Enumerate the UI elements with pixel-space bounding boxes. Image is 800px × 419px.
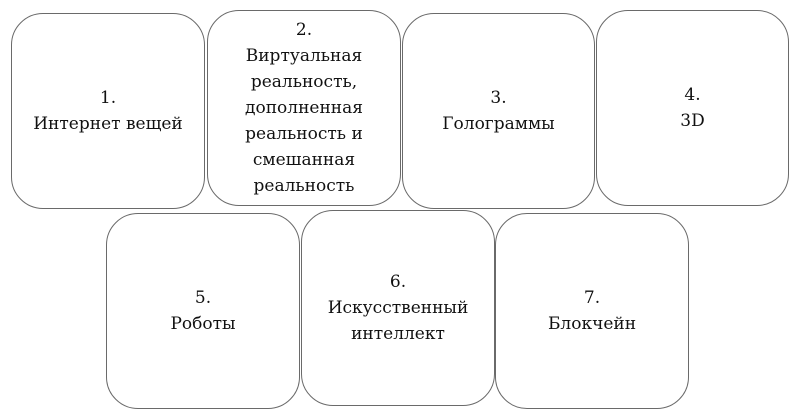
item-number: 2. xyxy=(295,20,313,40)
item-label: Искусственный интеллект xyxy=(327,298,469,344)
item-box-2: 2. Виртуальная реальность, дополненная р… xyxy=(207,10,401,206)
item-label: Голограммы xyxy=(442,114,555,134)
item-label: Интернет вещей xyxy=(33,114,183,134)
item-box-7: 7. Блокчейн xyxy=(495,213,689,409)
item-box-6: 6. Искусственный интеллект xyxy=(301,210,495,406)
item-label: 3D xyxy=(680,111,705,131)
item-number: 5. xyxy=(194,288,212,308)
item-box-1: 1. Интернет вещей xyxy=(11,13,205,209)
item-label: Виртуальная реальность, дополненная реал… xyxy=(245,46,363,196)
item-box-5: 5. Роботы xyxy=(106,213,300,409)
item-label: Роботы xyxy=(170,314,236,334)
item-number: 4. xyxy=(684,85,701,105)
item-box-3: 3. Голограммы xyxy=(402,13,595,209)
item-number: 1. xyxy=(99,88,117,108)
item-number: 6. xyxy=(389,272,407,292)
item-number: 7. xyxy=(583,288,601,308)
item-label: Блокчейн xyxy=(547,314,637,334)
item-number: 3. xyxy=(490,88,507,108)
item-box-4: 4. 3D xyxy=(596,10,789,206)
